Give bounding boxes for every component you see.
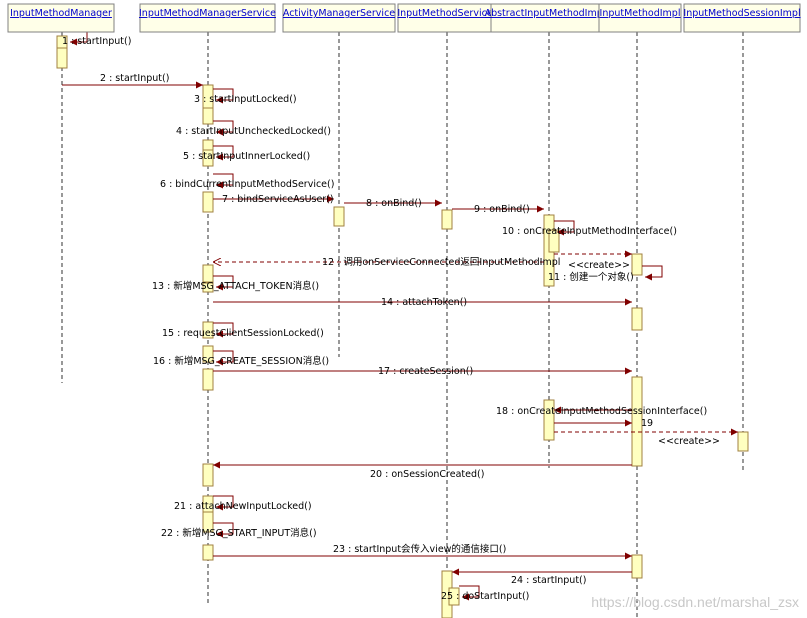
message-10-label: 10 : onCreateInputMethodInterface()	[502, 226, 677, 237]
message-11-arrow	[642, 265, 663, 281]
message-14-label: 14 : attachToken()	[381, 297, 467, 308]
message-20-label: 20 : onSessionCreated()	[370, 469, 484, 480]
message-13-arrow	[213, 275, 234, 291]
message-12-label: 12 : 调用onServiceConnected返回InputMethodIm…	[322, 256, 560, 268]
watermark: https://blog.csdn.net/marshal_zsx	[591, 594, 799, 610]
activation-imsi-27	[737, 431, 749, 452]
activation-imms-8	[202, 282, 214, 293]
participant-ams-box	[282, 3, 396, 33]
message-21-arrow	[213, 495, 234, 511]
message-5-label: 5 : startInputInnerLocked()	[183, 151, 310, 162]
participant-ims-box	[397, 3, 493, 33]
participant-imsi-label: InputMethodSessionImpl	[683, 8, 800, 19]
activation-imms-3	[202, 107, 214, 125]
message-17-label: 17 : createSession()	[378, 366, 473, 377]
participant-aimi-label: AbstractInputMethodImpl	[485, 8, 606, 19]
activation-imi-26	[631, 554, 643, 579]
message-22-label: 22 : 新增MSG_START_INPUT消息()	[161, 527, 317, 539]
activation-imi-25	[631, 376, 643, 467]
message-c1-label: <<create>>	[568, 260, 630, 271]
message-21-label: 21 : attachNewInputLocked()	[174, 501, 312, 512]
message-15-arrow	[213, 322, 234, 338]
message-4-label: 4 : startInputUncheckedLocked()	[176, 126, 331, 137]
message-16-label: 16 : 新增MSG_CREATE_SESSION消息()	[153, 355, 329, 367]
message-23-label: 23 : startInput会传入view的通信接口()	[333, 543, 506, 555]
message-1-label: 1 : startInput()	[62, 36, 131, 47]
activation-ims-19	[448, 587, 460, 606]
activation-imms-7	[202, 264, 214, 283]
message-10-arrow	[554, 220, 575, 236]
participant-imms-box	[139, 3, 276, 33]
activation-imms-10	[202, 345, 214, 363]
activation-imms-14	[202, 511, 214, 533]
activation-imms-11	[202, 368, 214, 391]
participant-imi-box	[598, 3, 682, 33]
activation-imi-24	[631, 307, 643, 331]
activation-aimi-21	[548, 229, 560, 253]
message-18-label: 18 : onCreateInputMethodSessionInterface…	[496, 406, 707, 417]
participant-imm-label: InputMethodManager	[10, 8, 112, 19]
message-6-arrow	[213, 173, 234, 189]
participant-imm-box	[7, 3, 115, 33]
message-8-label: 8 : onBind()	[366, 198, 422, 209]
message-5-arrow	[213, 145, 234, 161]
activation-imms-15	[202, 544, 214, 561]
message-9-label: 9 : onBind()	[474, 204, 530, 215]
message-25-label: 25 : doStartInput()	[441, 591, 529, 602]
activation-imi-23	[631, 253, 643, 276]
activation-aimi-22	[543, 399, 555, 441]
activation-ams-16	[333, 206, 345, 227]
participant-imsi-box	[683, 3, 801, 33]
participant-aimi-box	[490, 3, 600, 33]
message-3-label: 3 : startInputLocked()	[194, 94, 297, 105]
activation-imms-9	[202, 321, 214, 339]
message-7-label: 7 : bindServiceAsUser()	[222, 194, 334, 205]
message-4-arrow	[213, 120, 234, 136]
participant-ims-label: InputMethodService	[397, 8, 492, 19]
message-c2-label: <<create>>	[658, 436, 720, 447]
message-2-label: 2 : startInput()	[100, 73, 169, 84]
message-11-label: 11 : 创建一个对象()	[548, 271, 634, 283]
message-6-label: 6 : bindCurrentInputMethodService()	[160, 179, 334, 190]
participant-imms-label: InputMethodManagerService	[139, 8, 276, 19]
message-13-label: 13 : 新增MSG_ATTACH_TOKEN消息()	[152, 280, 319, 292]
message-19-label: 19	[641, 418, 653, 429]
message-22-arrow	[213, 522, 234, 538]
message-3-arrow	[213, 88, 234, 104]
participant-imi-label: InputMethodImpl	[600, 8, 681, 19]
activation-ims-17	[441, 209, 453, 230]
activation-imms-6	[202, 191, 214, 213]
message-16-arrow	[213, 350, 234, 366]
message-25-arrow	[459, 585, 480, 601]
message-24-label: 24 : startInput()	[511, 575, 586, 586]
activation-imms-12	[202, 463, 214, 487]
participant-ams-label: ActivityManagerService	[283, 8, 395, 19]
message-15-label: 15 : requestClientSessionLocked()	[162, 328, 324, 339]
activation-imms-5	[202, 149, 214, 167]
activation-imm-1	[56, 47, 68, 69]
